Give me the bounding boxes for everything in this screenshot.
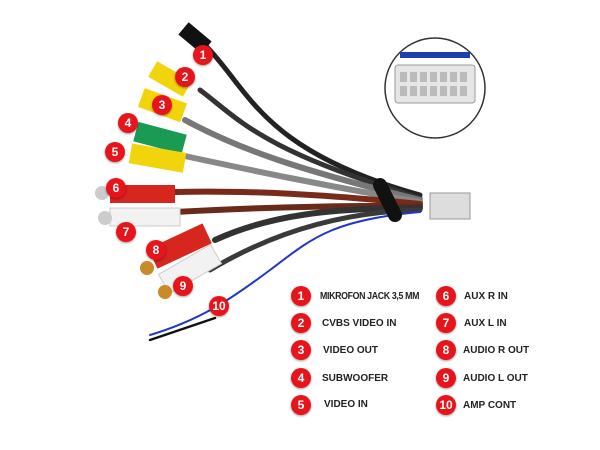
- legend-label-6: AUX R IN: [464, 291, 508, 302]
- harness-plug: [429, 192, 471, 220]
- legend-label-4: SUBWOOFER: [322, 373, 389, 384]
- legend-badge-9: 9: [436, 368, 456, 388]
- callout-badge-2: 2: [175, 67, 195, 87]
- callout-badge-4: 4: [118, 113, 138, 133]
- callout-badge-5: 5: [105, 142, 125, 162]
- legend-badge-5: 5: [291, 395, 311, 415]
- legend-badge-3: 3: [291, 340, 311, 360]
- callout-badge-8: 8: [146, 240, 166, 260]
- callout-badge-1: 1: [193, 45, 213, 65]
- callout-badge-9: 9: [173, 276, 193, 296]
- legend-badge-1: 1: [291, 286, 311, 306]
- legend-label-3: VIDEO OUT: [323, 345, 379, 356]
- legend-label-5: VIDEO IN: [324, 399, 368, 410]
- legend-label-1: MIKROFON JACK 3,5 MM: [320, 291, 420, 302]
- cables: [148, 42, 423, 342]
- legend-badge-10: 10: [436, 395, 456, 415]
- legend-label-9: AUDIO L OUT: [463, 373, 528, 384]
- legend-label-10: AMP CONT: [463, 400, 517, 411]
- callout-badge-3: 3: [152, 95, 172, 115]
- legend-label-7: AUX L IN: [464, 318, 507, 329]
- callout-badge-10: 10: [209, 296, 229, 316]
- connector-inset: [384, 37, 486, 139]
- callout-badge-6: 6: [106, 178, 126, 198]
- legend-badge-6: 6: [436, 286, 456, 306]
- legend-badge-4: 4: [291, 368, 311, 388]
- legend-badge-8: 8: [436, 340, 456, 360]
- legend-label-2: CVBS VIDEO IN: [322, 318, 397, 329]
- legend-badge-2: 2: [291, 313, 311, 333]
- legend-badge-7: 7: [436, 313, 456, 333]
- legend-label-8: AUDIO R OUT: [463, 345, 530, 356]
- callout-badge-7: 7: [116, 222, 136, 242]
